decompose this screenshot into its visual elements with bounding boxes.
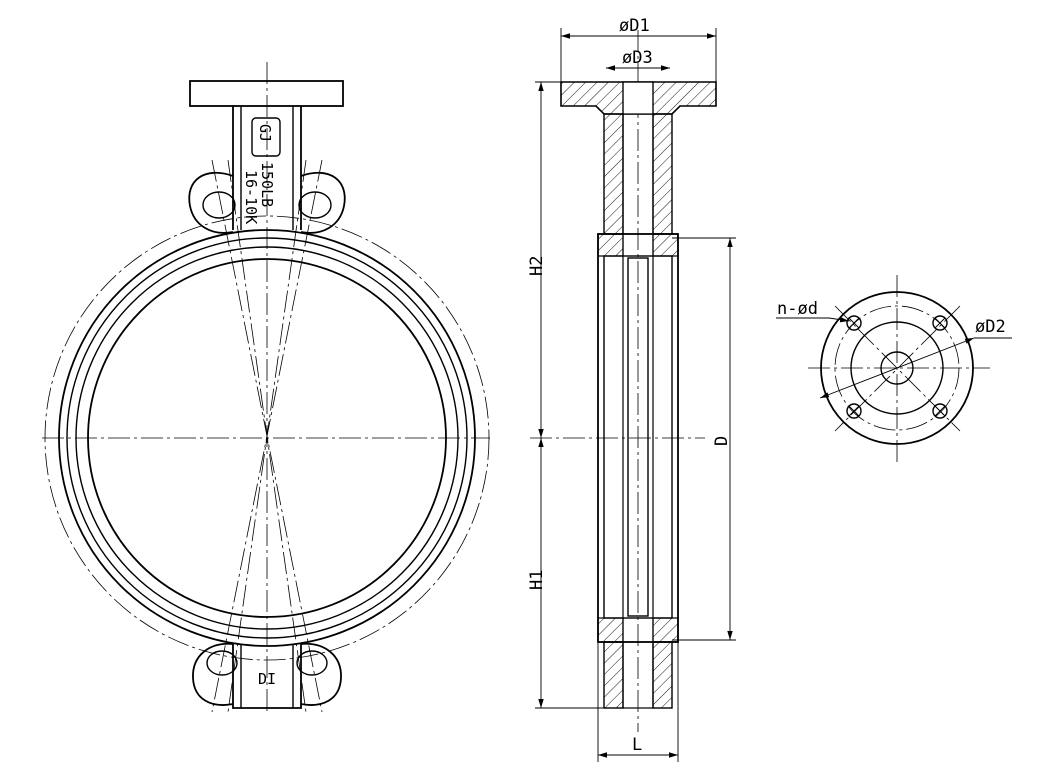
bottom-neck-inner bbox=[240, 644, 294, 708]
bolt-circle-arc bbox=[44, 215, 490, 661]
flange-bolt-hole bbox=[932, 315, 948, 331]
neck-wall-right bbox=[652, 113, 673, 235]
class-rating-marking: 150LB bbox=[258, 162, 276, 207]
flange-diagonal-centerline bbox=[834, 305, 961, 432]
bottom-marking: DI bbox=[258, 670, 276, 688]
side-view: øD1 øD3 H2 H1 D L bbox=[527, 16, 736, 762]
bottom-lug-hole-right bbox=[296, 650, 328, 676]
top-lug-left bbox=[188, 171, 234, 234]
d3-label: øD3 bbox=[622, 48, 653, 68]
d2-leader bbox=[819, 337, 975, 399]
holes-label: n-ød bbox=[777, 299, 818, 319]
neck bbox=[232, 106, 302, 230]
d-label: D bbox=[712, 436, 732, 446]
body-outer-ring bbox=[58, 229, 476, 647]
h1-label: H1 bbox=[527, 570, 547, 590]
stem bbox=[622, 81, 654, 709]
top-mounting-flange bbox=[189, 80, 344, 107]
stem-top-clear bbox=[622, 81, 654, 115]
bottom-boss-left bbox=[597, 617, 624, 643]
bottom-neck-right bbox=[652, 641, 673, 709]
body-ring bbox=[66, 237, 468, 639]
d1-label: øD1 bbox=[619, 16, 650, 36]
pressure-rating-marking: 16-10K bbox=[242, 170, 260, 224]
bottom-lug-right bbox=[300, 642, 342, 706]
logo-mark: GJ bbox=[251, 117, 281, 157]
bore-circle bbox=[87, 258, 447, 618]
disc-edge bbox=[603, 255, 673, 619]
seat-ring bbox=[75, 246, 459, 630]
body-top-boss-right bbox=[652, 233, 679, 257]
l-label: L bbox=[632, 735, 642, 755]
bottom-lug-left bbox=[192, 642, 234, 706]
flange-bolt-hole bbox=[846, 315, 862, 331]
front-diagonal-centerline bbox=[227, 159, 307, 713]
bottom-boss-right bbox=[652, 617, 679, 643]
disc-hub bbox=[627, 257, 649, 617]
h2-label: H2 bbox=[527, 256, 547, 276]
bottom-neck bbox=[232, 644, 302, 709]
neck-inner bbox=[240, 106, 294, 230]
top-lug-right bbox=[300, 171, 346, 234]
top-lug-hole-right bbox=[298, 191, 332, 219]
flange-bolt-hole bbox=[846, 403, 862, 419]
body-side bbox=[597, 233, 679, 643]
top-lug-hole-left bbox=[202, 191, 236, 219]
neck-wall-left bbox=[603, 113, 624, 235]
flange-top-view: n-ød øD2 bbox=[776, 275, 1012, 462]
bottom-neck-left bbox=[603, 641, 624, 709]
holes-leader-arrow bbox=[828, 316, 850, 323]
logo-text: GJ bbox=[256, 124, 274, 142]
d2-label: øD2 bbox=[975, 317, 1006, 337]
body-top-boss bbox=[597, 233, 624, 257]
bottom-lug-hole-left bbox=[206, 650, 238, 676]
flange-bolt-hole bbox=[932, 403, 948, 419]
front-view: GJ 150LB 16-10K DI bbox=[42, 62, 490, 713]
